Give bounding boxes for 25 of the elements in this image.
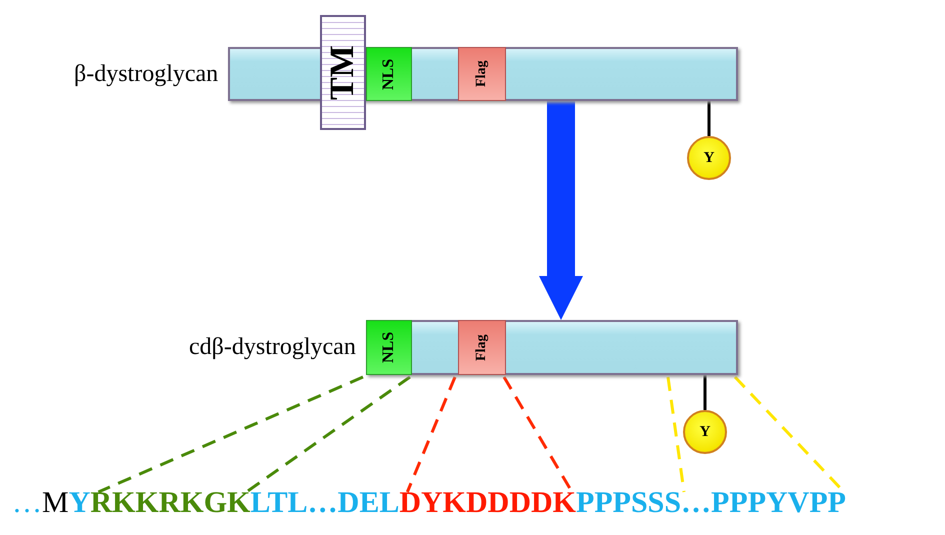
sequence-text: LTL…DEL	[250, 486, 400, 520]
nls-domain: NLS	[366, 320, 412, 375]
nls-domain: NLS	[366, 47, 412, 101]
stem-line	[708, 101, 710, 136]
protein-bar	[228, 47, 738, 101]
sequence-text: M	[42, 486, 69, 520]
down-arrow	[539, 101, 583, 320]
protein-bar	[366, 320, 738, 375]
tyrosine-circle: Y	[683, 410, 727, 454]
dashed-guide-line	[98, 376, 364, 494]
protein-label: cdβ-dystroglycan	[189, 334, 356, 361]
flag-tag: Flag	[458, 47, 506, 101]
dashed-guide-line	[406, 376, 456, 493]
dashed-guide-line	[666, 376, 686, 492]
sequence-text: PPPSSS…PPPYVPP	[576, 486, 846, 520]
sequence-text: DYKDDDDK	[399, 486, 576, 520]
flag-tag: Flag	[458, 320, 506, 375]
transmembrane-domain: TM	[320, 15, 366, 130]
sequence-text: RKKRKGK	[90, 486, 250, 520]
protein-label: β-dystroglycan	[74, 60, 218, 88]
sequence-text: …	[12, 486, 42, 520]
dashed-guide-line	[246, 376, 411, 494]
sequence-text: Y	[68, 486, 90, 520]
stem-line	[704, 375, 706, 410]
tyrosine-circle: Y	[687, 136, 731, 180]
